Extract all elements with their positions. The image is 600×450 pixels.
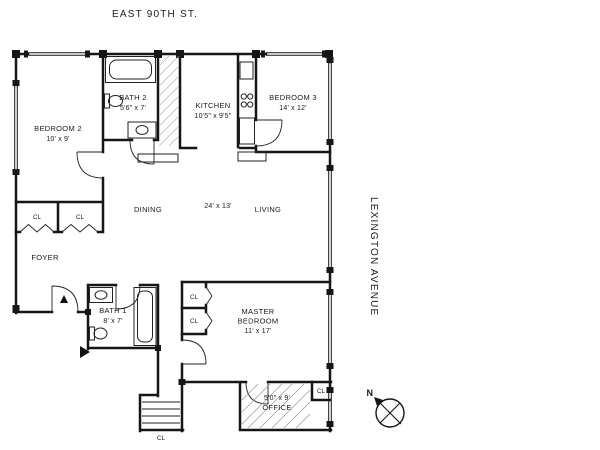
- kitchen-sink: [239, 61, 254, 80]
- vestibule-steps: [142, 401, 180, 424]
- bedroom3-dims: 14' x 12': [279, 105, 306, 112]
- bedroom2-door: [76, 151, 104, 179]
- vanity: [89, 287, 113, 303]
- office-dims: 5'0" x 9': [264, 395, 290, 402]
- bath1-dims: 8' x 7': [103, 318, 122, 325]
- living-builtins: [137, 151, 267, 163]
- stove-burner: [247, 93, 254, 100]
- compass-north-label: N: [367, 388, 374, 398]
- bath1-fixtures: [89, 287, 157, 346]
- bathtub: [105, 56, 156, 83]
- stove-burner: [240, 93, 247, 100]
- bedroom2-dims: 10' x 9': [46, 136, 69, 143]
- refrigerator: [239, 117, 255, 145]
- living-dining-dims: 24' x 13': [204, 203, 231, 210]
- closet-label: CL: [317, 388, 325, 395]
- bath2-door: [129, 139, 155, 165]
- gallery-floor-hatch: [158, 55, 180, 147]
- office-floor-hatch: [241, 383, 311, 429]
- bedroom2-label: BEDROOM 2: [34, 124, 82, 133]
- street-label-lexington: LEXINGTON AVENUE: [368, 197, 379, 316]
- entry-marker-right-icon: [80, 346, 90, 358]
- bedroom3-label: BEDROOM 3: [269, 93, 317, 102]
- interior-walls: [14, 52, 332, 402]
- foyer-label: FOYER: [31, 253, 59, 262]
- closet-label: CL: [190, 318, 198, 325]
- door-swings: [51, 119, 283, 405]
- sink: [94, 290, 108, 300]
- exterior-walls: [12, 52, 333, 433]
- bar-counter: [137, 153, 179, 163]
- street-label-east-90th: EAST 90TH ST.: [112, 9, 198, 20]
- closet-label: CL: [157, 435, 165, 442]
- entry-marker-up-icon: [60, 295, 68, 303]
- street-labels: EAST 90TH ST. LEXINGTON AVENUE: [112, 9, 379, 316]
- bath2-dims: 5'6" x 7': [120, 105, 146, 112]
- master-door: [181, 339, 207, 365]
- toilet: [104, 93, 110, 109]
- stove-burner: [240, 101, 247, 108]
- kitchen-dims: 10'5" x 9'5": [195, 113, 232, 120]
- bedroom3-door: [255, 119, 283, 147]
- compass-circle: [375, 398, 405, 428]
- bath2-label: BATH 2: [119, 93, 147, 102]
- bath1-label: BATH 1: [99, 306, 127, 315]
- north-arrow-icon: [374, 397, 383, 406]
- master-bedroom-label-line2: BEDROOM: [238, 317, 279, 326]
- closet-doors: [19, 223, 213, 331]
- room-labels: BEDROOM 2 10' x 9' BATH 2 5'6" x 7' KITC…: [31, 93, 325, 442]
- windows: [14, 52, 332, 424]
- office-label: OFFICE: [262, 403, 291, 412]
- dining-label: DINING: [134, 205, 162, 214]
- bathtub: [133, 287, 157, 346]
- closet-label: CL: [190, 294, 198, 301]
- stove-burner: [247, 101, 254, 108]
- closet-label: CL: [33, 214, 41, 221]
- vanity: [127, 121, 157, 139]
- bath2-fixtures: [104, 56, 157, 139]
- master-bedroom-label-line1: MASTER: [241, 307, 274, 316]
- living-label: LIVING: [255, 205, 281, 214]
- compass-rose: N: [367, 388, 405, 428]
- entry-door: [51, 285, 79, 313]
- entry-markers: [60, 295, 90, 358]
- kitchen-fixtures: [239, 61, 255, 145]
- sink: [135, 125, 149, 135]
- master-bedroom-dims: 11' x 17': [245, 328, 272, 335]
- kitchen-label: KITCHEN: [195, 101, 230, 110]
- builtin-cabinet: [237, 151, 267, 162]
- closet-label: CL: [76, 214, 84, 221]
